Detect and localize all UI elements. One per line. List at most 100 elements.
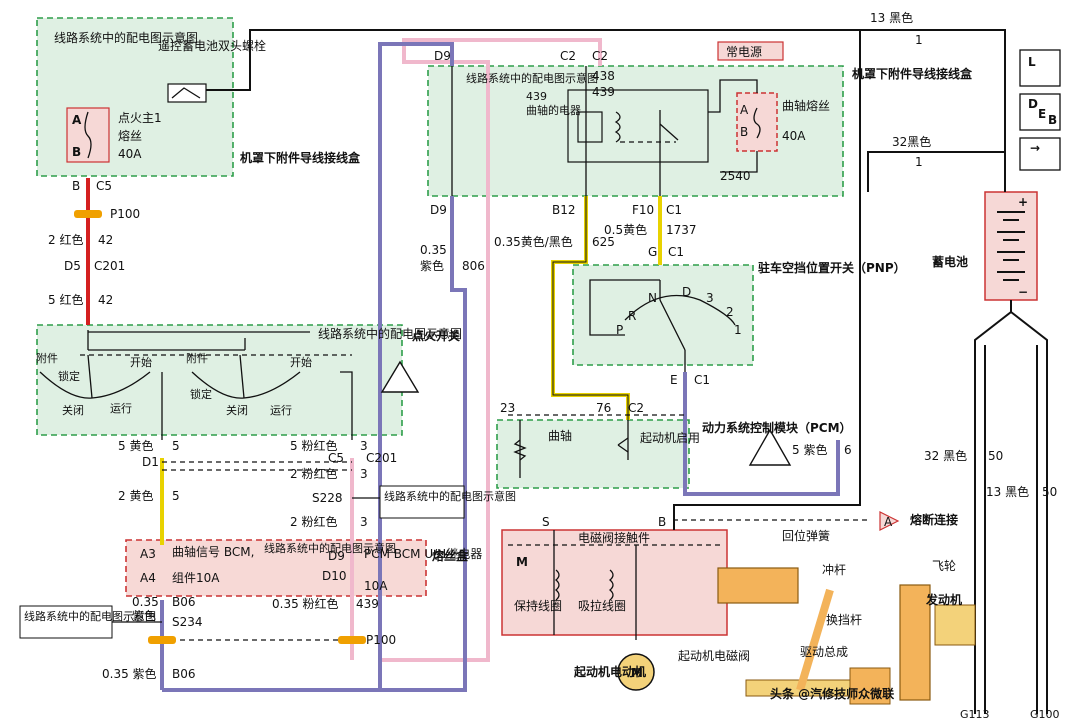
battery-label: 蓄电池 <box>932 254 968 269</box>
svg-text:5: 5 <box>172 439 180 453</box>
svg-text:B06: B06 <box>172 667 196 681</box>
svg-text:→: → <box>1030 141 1040 155</box>
svg-text:40A: 40A <box>118 147 142 161</box>
const-power-box <box>717 41 784 61</box>
svg-text:G: G <box>648 245 657 259</box>
solenoid-contact-label: 电磁阀接触件 <box>578 530 650 545</box>
svg-text:换挡杆: 换挡杆 <box>826 613 862 627</box>
svg-text:M: M <box>516 555 528 569</box>
svg-text:S: S <box>542 515 550 529</box>
svg-text:线路系统中的配电图示意图: 线路系统中的配电图示意图 <box>264 541 396 555</box>
starter-motor <box>617 653 655 691</box>
battery-cable-13 <box>190 29 1006 192</box>
svg-text:D9: D9 <box>328 549 345 563</box>
starter-b-cable <box>673 152 861 530</box>
svg-text:D5: D5 <box>64 259 81 273</box>
svg-text:D9: D9 <box>430 203 447 217</box>
svg-text:P100: P100 <box>110 207 140 221</box>
svg-text:76: 76 <box>596 401 611 415</box>
svg-text:锁定: 锁定 <box>58 369 80 383</box>
svg-text:C2: C2 <box>628 401 644 415</box>
svg-text:线路系统中的配电图示意图: 线路系统中的配电图示意图 <box>384 489 516 503</box>
svg-text:42: 42 <box>98 293 113 307</box>
svg-text:B: B <box>658 515 666 529</box>
underhood-label-center: 机罩下附件导线接线盒 <box>852 66 973 81</box>
svg-text:A: A <box>884 515 893 529</box>
svg-text:M: M <box>631 666 643 680</box>
svg-text:附件: 附件 <box>36 351 58 365</box>
svg-text:飞轮: 飞轮 <box>932 559 956 573</box>
svg-text:B: B <box>72 179 80 193</box>
underhood-box-center <box>427 65 844 197</box>
svg-text:曲轴信号 BCM,: 曲轴信号 BCM, <box>172 544 254 559</box>
fusible-link-marker <box>879 511 900 531</box>
svg-text:C5: C5 <box>328 451 344 465</box>
svg-text:C201: C201 <box>366 451 397 465</box>
svg-text:0.35黄色/黑色: 0.35黄色/黑色 <box>494 235 573 249</box>
svg-text:B12: B12 <box>552 203 576 217</box>
const-power-label: 常电源 <box>726 45 762 59</box>
starter-motor-label: 起动机电动机 <box>573 664 646 679</box>
svg-text:C5: C5 <box>96 179 112 193</box>
svg-text:开始: 开始 <box>130 355 152 369</box>
purple-wire-top <box>378 42 454 690</box>
pcm-title: 动力系统控制模块（PCM） <box>702 420 852 435</box>
svg-text:2540: 2540 <box>720 169 751 183</box>
svg-text:R: R <box>628 309 636 323</box>
pnp-box <box>572 264 754 366</box>
svg-text:2: 2 <box>726 305 734 319</box>
svg-text:3: 3 <box>360 467 368 481</box>
esd-warning-icon-pcm <box>748 428 792 466</box>
svg-text:C1: C1 <box>694 373 710 387</box>
pcm-box <box>496 419 690 489</box>
svg-text:2 红色: 2 红色 <box>48 232 83 247</box>
svg-text:2 黄色: 2 黄色 <box>118 489 153 503</box>
svg-text:曲轴: 曲轴 <box>548 428 572 443</box>
svg-text:锁定: 锁定 <box>190 387 212 401</box>
svg-text:5 粉红色: 5 粉红色 <box>290 438 337 453</box>
svg-text:32 黑色: 32 黑色 <box>924 449 967 463</box>
svg-text:发动机: 发动机 <box>925 592 962 607</box>
legend-icon-arrow <box>1019 137 1061 171</box>
svg-text:625: 625 <box>592 235 615 249</box>
svg-text:回位弹簧: 回位弹簧 <box>782 528 830 543</box>
fuse-box <box>125 539 427 597</box>
svg-text:10A: 10A <box>364 579 388 593</box>
svg-text:5 紫色: 5 紫色 <box>792 443 827 457</box>
svg-text:438: 438 <box>592 69 615 83</box>
svg-text:2 粉红色: 2 粉红色 <box>290 466 337 481</box>
svg-text:D10: D10 <box>322 569 347 583</box>
svg-text:起动机电磁阀: 起动机电磁阀 <box>678 648 750 663</box>
svg-text:A: A <box>740 103 749 117</box>
svg-text:42: 42 <box>98 233 113 247</box>
svg-text:C201: C201 <box>94 259 125 273</box>
svg-text:40A: 40A <box>782 129 806 143</box>
svg-text:B: B <box>740 125 748 139</box>
svg-text:曲轴的电器: 曲轴的电器 <box>526 103 581 117</box>
svg-text:0.35: 0.35 <box>132 595 159 609</box>
svg-text:D1: D1 <box>142 455 159 469</box>
svg-text:熔丝: 熔丝 <box>118 128 142 143</box>
svg-text:关闭: 关闭 <box>226 403 248 417</box>
watermark: 头条 @汽修技师众微联 <box>770 686 894 701</box>
svg-text:439: 439 <box>526 90 547 103</box>
svg-text:起动机启用: 起动机启用 <box>640 431 700 445</box>
svg-text:5 黄色: 5 黄色 <box>118 439 153 453</box>
svg-text:P100: P100 <box>366 633 396 647</box>
svg-text:C1: C1 <box>666 203 682 217</box>
flywheel-shape <box>899 584 931 701</box>
starter-solenoid-box <box>501 529 728 636</box>
svg-text:5 红色: 5 红色 <box>48 292 83 307</box>
pnp-title: 驻车空挡位置开关（PNP） <box>758 260 906 275</box>
remote-stud-label: 遥控蓄电池双头螺栓 <box>158 38 266 53</box>
svg-text:1: 1 <box>915 33 923 47</box>
shift-lever <box>796 588 834 692</box>
underhood-label-left: 机罩下附件导线接线盒 <box>240 150 361 165</box>
svg-text:B: B <box>1048 113 1057 127</box>
svg-text:50: 50 <box>1042 485 1057 499</box>
svg-text:关闭: 关闭 <box>62 403 84 417</box>
svg-text:1: 1 <box>734 323 742 337</box>
svg-text:−: − <box>1018 285 1028 299</box>
svg-text:D9: D9 <box>434 49 451 63</box>
svg-text:F10: F10 <box>632 203 654 217</box>
